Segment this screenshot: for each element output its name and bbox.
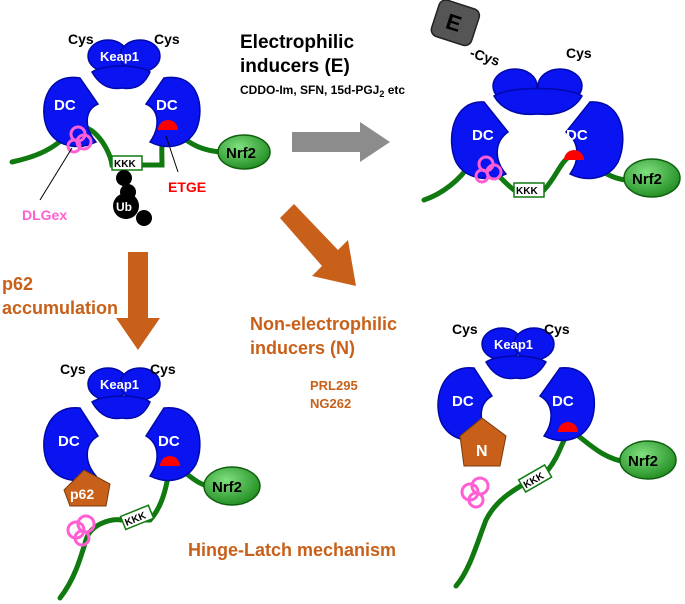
etge-label: ETGE [168, 179, 206, 195]
dc-right-label-d: DC [552, 393, 574, 410]
dlgex-label: DLGex [22, 207, 67, 223]
nrf2-label: Nrf2 [226, 145, 256, 162]
electrophilic-title-1: Electrophilic [240, 32, 354, 53]
cys-left-label-d: Cys [452, 321, 478, 337]
cys-right-label-b: Cys [566, 45, 592, 61]
cys-left-label: Cys [68, 31, 94, 47]
kkk-box-b [513, 182, 545, 198]
electrophile-modified-complex: DC DC KKK Nrf2 E -Cys Cys [421, 0, 681, 203]
dlgex-motif-c [66, 514, 96, 547]
keap1-dimer-b [450, 68, 624, 180]
basal-complex: DC DC Keap1 Cys Cys KKK Ub Nrf2 DLGex ET… [9, 31, 271, 226]
ubiquitin-chain [113, 170, 152, 226]
dlgex-motif [66, 125, 93, 154]
electrophile-block: E [430, 0, 481, 47]
nrf2-ellipse-c [203, 466, 261, 506]
kkk-box-c-group: KKK [119, 504, 155, 531]
kkk-label: KKK [114, 159, 136, 170]
nrf2-label-d: Nrf2 [628, 453, 658, 470]
cys-right-label-d: Cys [544, 321, 570, 337]
dc-left-label-d: DC [452, 393, 474, 410]
n-block [459, 417, 507, 467]
compound-ng262: NG262 [310, 396, 351, 411]
p62-path-line1: p62 [2, 274, 33, 294]
keap1-label-c: Keap1 [100, 377, 139, 392]
p62-block [63, 469, 111, 507]
dc-left-label: DC [54, 97, 76, 114]
keap1-label: Keap1 [100, 49, 139, 64]
dlgex-motif-b [474, 155, 503, 184]
n-block-label: N [476, 443, 488, 460]
etge-motif-b [564, 150, 584, 160]
etge-motif-c [160, 456, 180, 466]
nrf2-ellipse [217, 134, 271, 170]
dc-right-label-b: DC [566, 127, 588, 144]
non-electrophilic-title-2: inducers (N) [250, 338, 355, 358]
cys-left-label-c: Cys [60, 361, 86, 377]
orange-down-arrow-icon [116, 252, 160, 350]
kkk-box [111, 155, 143, 171]
p62-block-label: p62 [70, 486, 94, 502]
keap1-label-d: Keap1 [494, 337, 533, 352]
electrophilic-examples: CDDO-Im, SFN, 15d-PGJ2 etc [240, 83, 405, 99]
dc-right-label-c: DC [158, 433, 180, 450]
nrf2-label-b: Nrf2 [632, 171, 662, 188]
gray-right-arrow-icon [292, 122, 390, 162]
cys-right-label-c: Cys [150, 361, 176, 377]
non-electrophile-complex: DC DC Keap1 Cys Cys N KKK Nrf2 [437, 321, 677, 589]
electrophilic-inducers-text: Electrophilic inducers (E) CDDO-Im, SFN,… [240, 32, 405, 99]
p62-complex: DC DC Keap1 Cys Cys p62 KKK Nrf2 [43, 361, 261, 601]
ub-label: Ub [116, 200, 132, 214]
dc-left-label-b: DC [472, 127, 494, 144]
kkk-label-b: KKK [516, 186, 538, 197]
non-electrophilic-title-1: Non-electrophilic [250, 314, 397, 334]
e-cys-label: -Cys [468, 44, 502, 69]
orange-diagonal-arrow-icon [280, 204, 356, 286]
electrophilic-title-2: inducers (E) [240, 56, 350, 77]
dlgex-pointer [39, 147, 73, 201]
cys-right-label: Cys [154, 31, 180, 47]
keap1-dimer-d [437, 327, 596, 442]
hinge-latch-label: Hinge-Latch mechanism [188, 540, 396, 560]
nrf2-ellipse-d [619, 440, 677, 480]
compound-prl295: PRL295 [310, 378, 358, 393]
dc-right-label: DC [156, 97, 178, 114]
dc-left-label-c: DC [58, 433, 80, 450]
nrf2-ellipse-b [623, 158, 681, 198]
kkk-box-d-group: KKK [517, 463, 553, 494]
etge-motif-d [558, 422, 578, 432]
keap1-dimer-c [43, 367, 201, 482]
p62-path-line2: accumulation [2, 298, 118, 318]
nrf2-label-c: Nrf2 [212, 479, 242, 496]
dlgex-motif-d [460, 476, 490, 509]
etge-motif [158, 120, 178, 130]
etge-pointer [165, 135, 179, 173]
